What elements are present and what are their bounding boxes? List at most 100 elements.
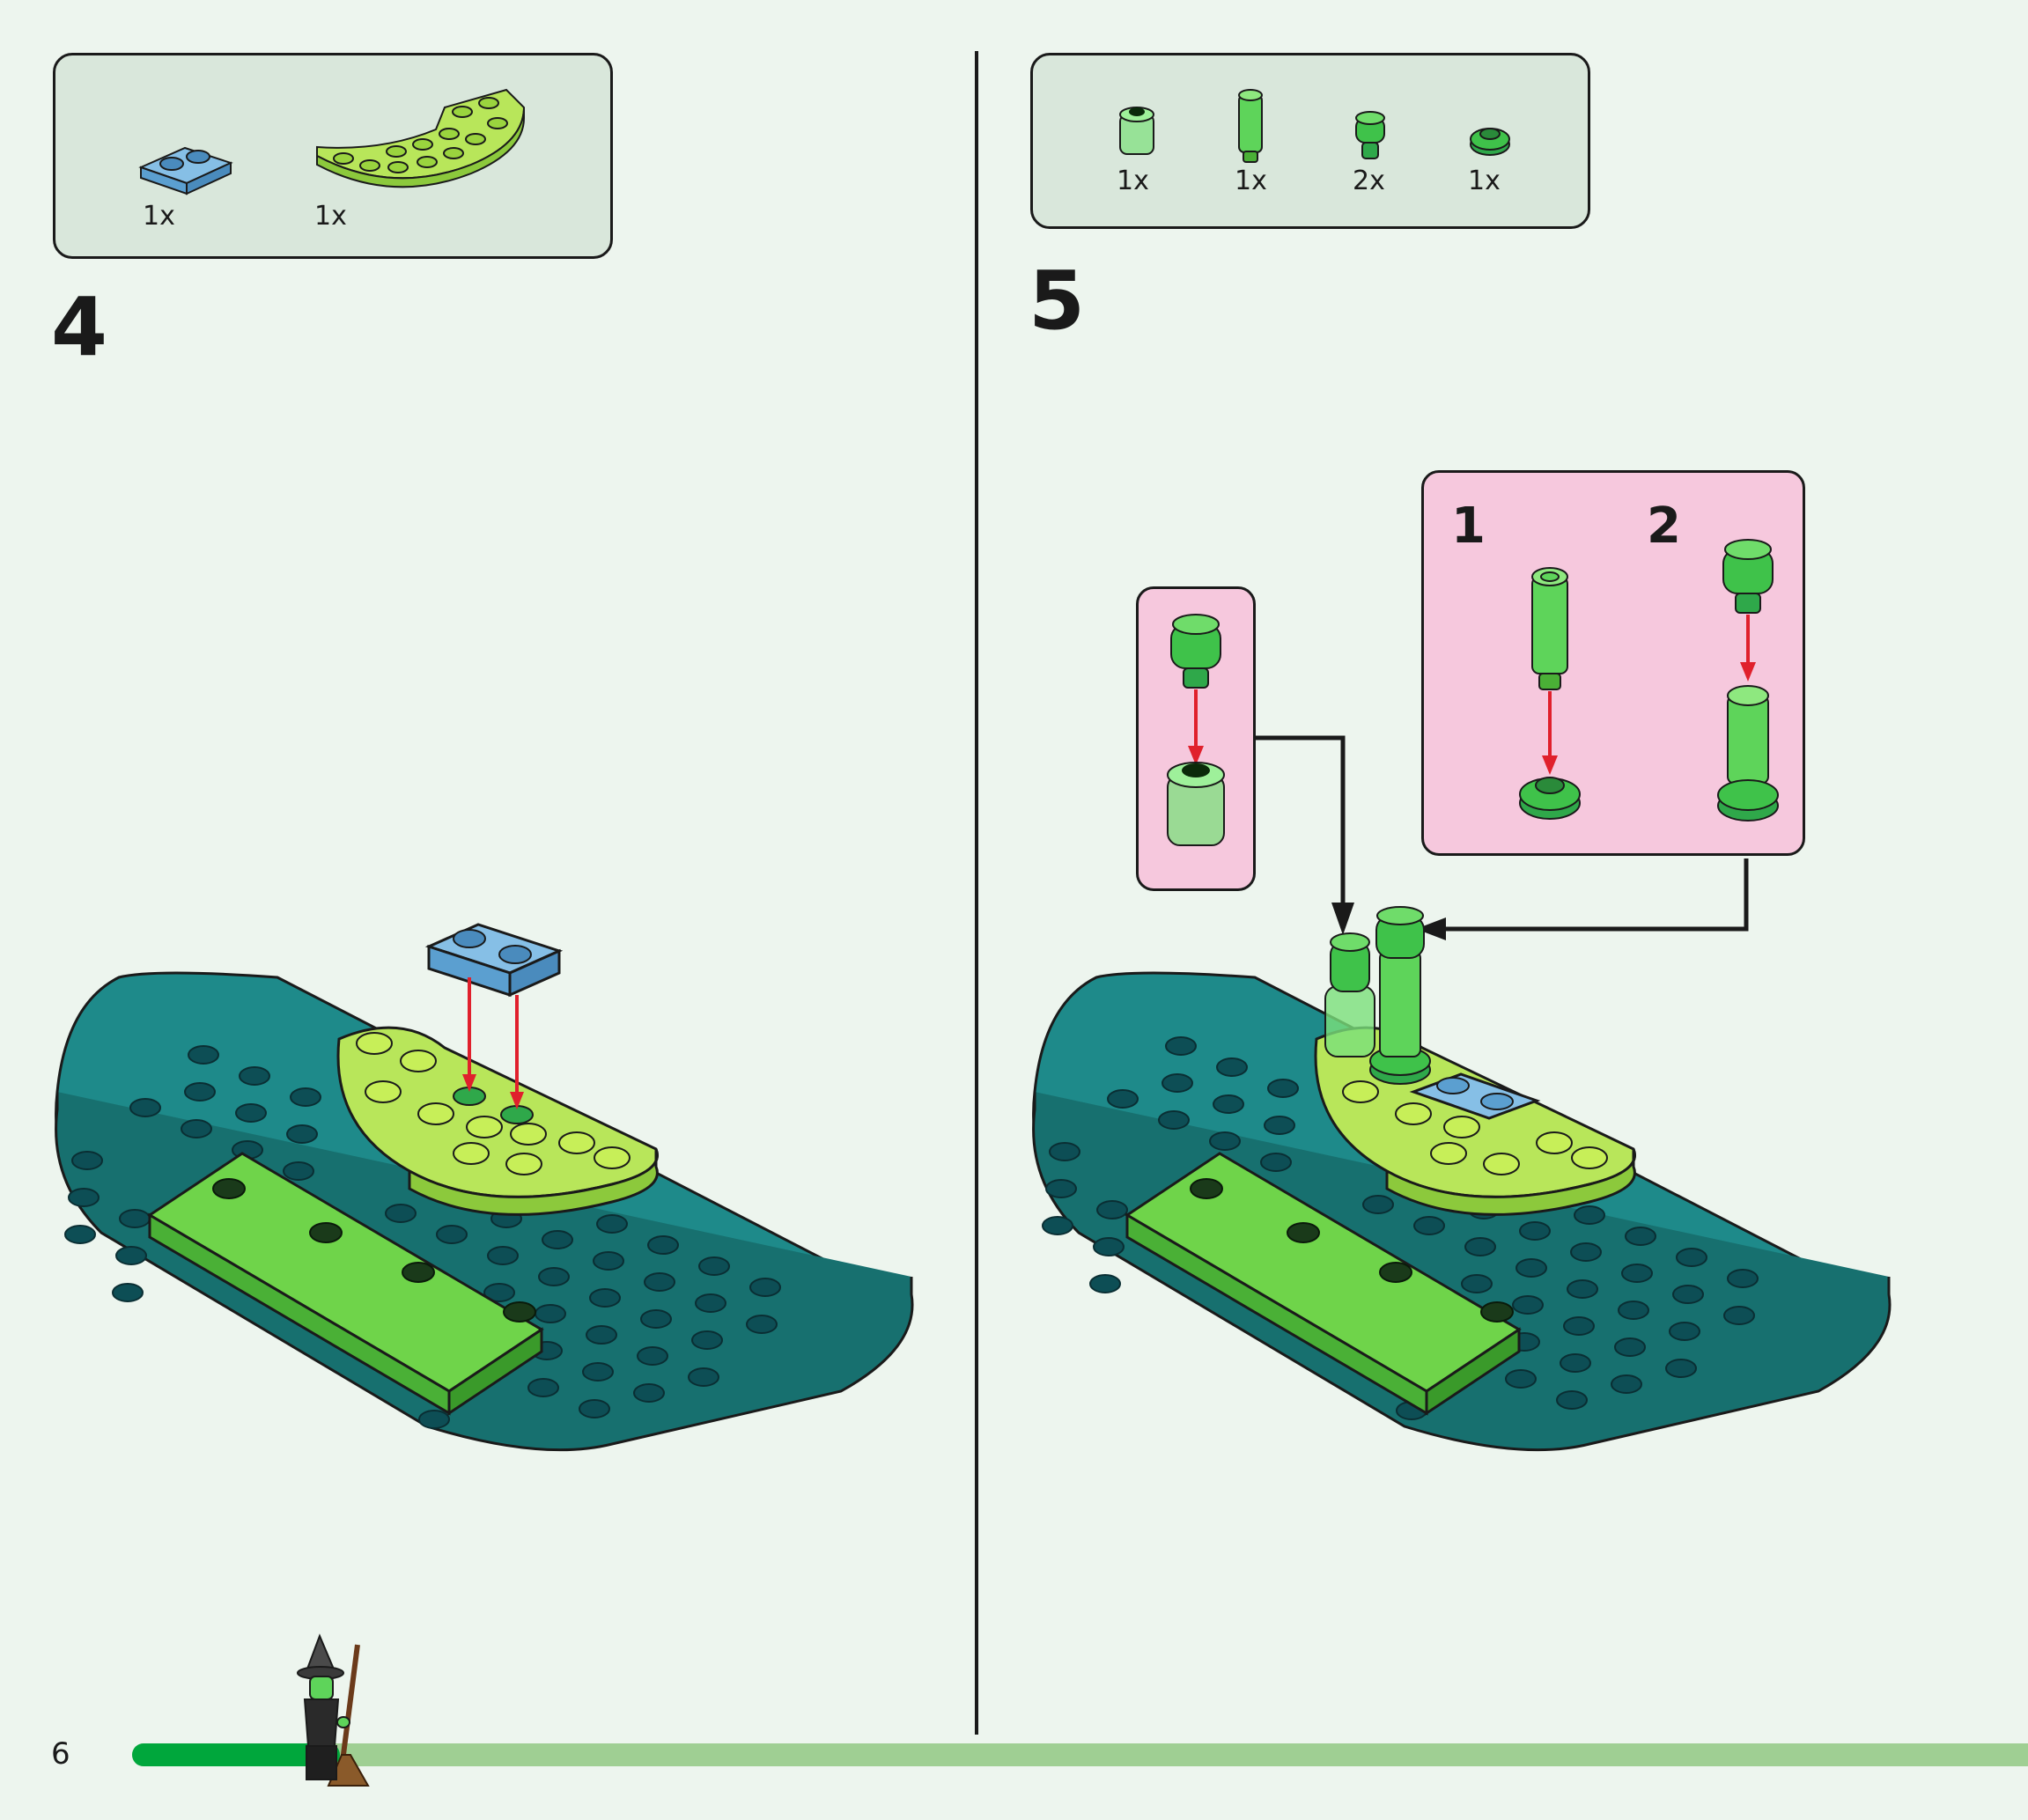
base-stud [1465, 1238, 1495, 1256]
base-stud [1520, 1222, 1550, 1240]
base-stud [1506, 1370, 1536, 1388]
base-stud [185, 1083, 215, 1101]
base-stud [1615, 1338, 1645, 1356]
base-stud [539, 1268, 569, 1286]
base-stud [65, 1226, 95, 1243]
base-stud [1564, 1317, 1594, 1335]
base-stud [645, 1273, 675, 1291]
green-bar-holder-part-icon [1235, 86, 1266, 166]
base-stud [72, 1152, 102, 1169]
base-stud [1261, 1153, 1291, 1171]
base-stud [542, 1231, 572, 1249]
green-round-plate-part-icon [1468, 122, 1512, 162]
base-stud [419, 1411, 449, 1428]
base-stud [291, 1088, 321, 1106]
base-stud [750, 1278, 780, 1296]
base-stud [597, 1215, 627, 1233]
light-blue-plate-part-icon [132, 132, 247, 203]
base-stud [1728, 1270, 1758, 1287]
base-stud [747, 1315, 777, 1333]
base-stud [1677, 1249, 1707, 1266]
base-stud [579, 1400, 609, 1418]
base-stud [1217, 1058, 1247, 1076]
base-stud [689, 1368, 719, 1386]
base-stud [1162, 1074, 1192, 1092]
base-stud [1043, 1217, 1073, 1234]
base-stud [1210, 1132, 1240, 1150]
step5-assembly-illustration [1026, 907, 1898, 1444]
base-stud [181, 1120, 211, 1138]
step4-assembly-illustration [48, 916, 920, 1444]
base-stud [634, 1384, 664, 1402]
base-stud [284, 1162, 313, 1180]
base-stud [1462, 1275, 1492, 1293]
base-stud [1094, 1238, 1124, 1256]
step5-part4-qty: 1x [1468, 166, 1501, 196]
base-stud [1414, 1217, 1444, 1234]
step-divider [975, 51, 978, 1735]
base-stud [120, 1210, 150, 1227]
base-stud [1159, 1111, 1189, 1129]
page-number: 6 [51, 1736, 70, 1772]
base-stud [69, 1189, 99, 1206]
base-stud [692, 1331, 722, 1349]
callout-small-illustration [1161, 612, 1231, 867]
base-stud [1670, 1323, 1700, 1340]
base-stud [1097, 1201, 1127, 1219]
base-stud [437, 1226, 467, 1243]
base-stud [1724, 1307, 1754, 1324]
base-stud [1666, 1359, 1696, 1377]
lime-half-round-plate-part-icon [313, 81, 533, 204]
base-stud [1050, 1143, 1080, 1161]
base-stud [113, 1284, 143, 1301]
substep-1-number: 1 [1451, 497, 1486, 555]
step5-part1-qty: 1x [1117, 166, 1149, 196]
base-stud [648, 1236, 678, 1254]
substep-2-number: 2 [1647, 497, 1681, 555]
step4-number: 4 [51, 280, 107, 374]
base-stud [590, 1289, 620, 1307]
trans-green-round-brick-part-icon [1117, 101, 1157, 163]
base-stud [1626, 1227, 1656, 1245]
base-stud [1166, 1037, 1196, 1055]
base-stud [1619, 1301, 1648, 1319]
base-stud [1265, 1116, 1294, 1134]
step5-part2-qty: 1x [1235, 166, 1267, 196]
base-stud [1046, 1180, 1076, 1197]
witch-minifigure-icon [280, 1636, 377, 1786]
base-stud [586, 1326, 616, 1344]
base-stud [188, 1046, 218, 1064]
base-stud [528, 1379, 558, 1396]
base-stud [1574, 1206, 1604, 1224]
base-stud [1363, 1196, 1393, 1213]
green-cone-cap-part-icon [1353, 109, 1388, 164]
base-stud [594, 1252, 623, 1270]
step4-part1-qty: 1x [143, 201, 175, 232]
base-stud [1622, 1264, 1652, 1282]
base-stud [1513, 1296, 1543, 1314]
base-stud [1560, 1354, 1590, 1372]
step4-part2-qty: 1x [314, 201, 347, 232]
base-stud [240, 1067, 269, 1085]
base-stud [699, 1257, 729, 1275]
base-stud [1567, 1280, 1597, 1298]
base-stud [130, 1099, 160, 1116]
base-stud [236, 1104, 266, 1122]
step5-number: 5 [1029, 254, 1085, 348]
base-stud [583, 1363, 613, 1381]
base-stud [1557, 1391, 1587, 1409]
base-stud [1268, 1079, 1298, 1097]
base-stud [1611, 1375, 1641, 1393]
base-stud [1571, 1243, 1601, 1261]
step5-part3-qty: 2x [1353, 166, 1385, 196]
base-stud [116, 1247, 146, 1264]
base-stud [1090, 1275, 1120, 1293]
base-stud [1108, 1090, 1138, 1108]
base-stud [696, 1294, 726, 1312]
base-stud [1213, 1095, 1243, 1113]
base-stud [535, 1305, 565, 1323]
base-stud [641, 1310, 671, 1328]
base-stud [386, 1205, 416, 1222]
base-stud [638, 1347, 667, 1365]
